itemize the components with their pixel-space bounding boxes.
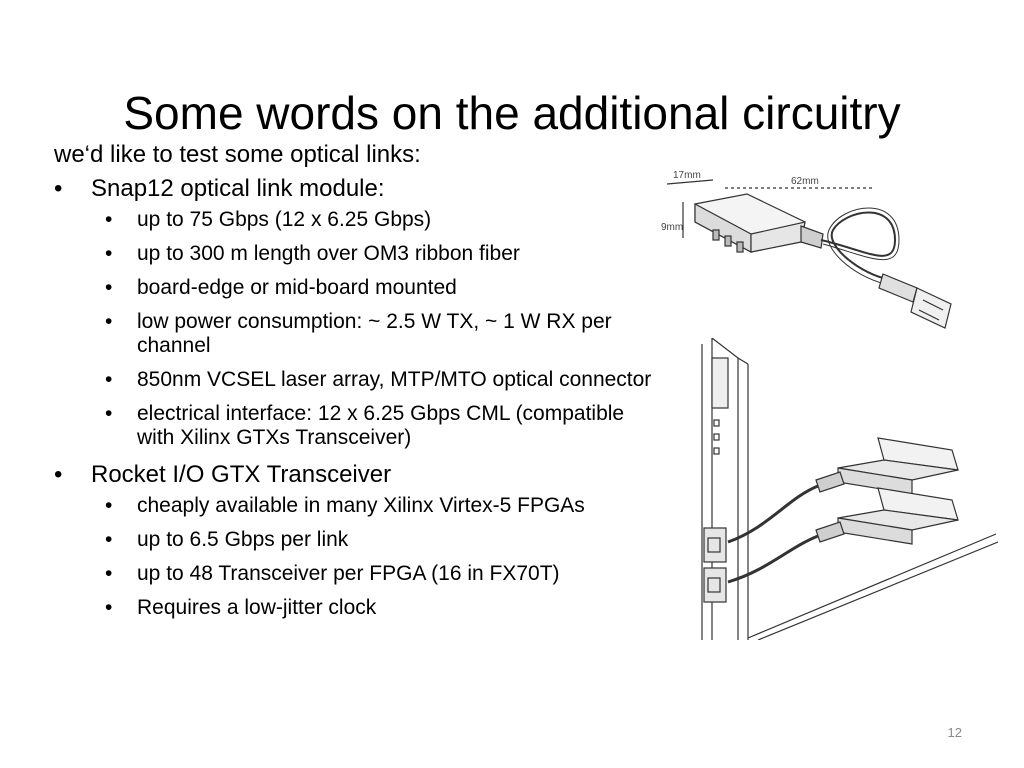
slide-content: we‘d like to test some optical links: • … — [54, 140, 654, 630]
front-connector — [703, 527, 727, 563]
connector-port — [707, 537, 721, 553]
module-pin — [724, 235, 732, 247]
list-item: • cheaply available in many Xilinx Virtex… — [91, 494, 654, 518]
bullet-icon: • — [105, 242, 113, 265]
cable-boot — [815, 521, 845, 543]
bullet-icon: • — [105, 208, 113, 231]
front-connector — [703, 567, 727, 603]
module-pin — [736, 241, 744, 253]
panel-latch — [711, 357, 729, 409]
dimension-label: 17mm — [673, 170, 701, 181]
bullet-icon: • — [105, 528, 113, 551]
list-item: • Requires a low-jitter clock — [91, 596, 654, 620]
list-item: • electrical interface: 12 x 6.25 Gbps CM… — [91, 402, 654, 450]
panel-led — [713, 433, 720, 441]
page-number: 12 — [947, 725, 962, 740]
list-item-text: board-edge or mid-board mounted — [137, 276, 457, 299]
list-item: • up to 48 Transceiver per FPGA (16 in FX… — [91, 562, 654, 586]
cable-boot — [815, 471, 845, 493]
list-item: • board-edge or mid-board mounted — [91, 276, 654, 300]
bullet-icon: • — [105, 562, 113, 585]
bullet-icon: • — [54, 461, 63, 488]
connector-port — [707, 577, 721, 593]
module-pin — [712, 229, 720, 241]
panel-led — [713, 419, 720, 427]
list-item-text: electrical interface: 12 x 6.25 Gbps CML… — [137, 402, 625, 449]
sub-bullet-list: • cheaply available in many Xilinx Virtex… — [91, 494, 654, 620]
connector-boot — [800, 225, 824, 249]
section-label: Rocket I/O GTX Transceiver — [91, 461, 392, 488]
list-item-text: Requires a low-jitter clock — [137, 596, 377, 619]
list-item: • up to 75 Gbps (12 x 6.25 Gbps) — [91, 208, 654, 232]
board-top — [711, 338, 749, 365]
section-snap12: • Snap12 optical link module: • up to 75 … — [54, 174, 654, 450]
fiber-loop — [820, 211, 897, 279]
list-item-text: up to 48 Transceiver per FPGA (16 in FX7… — [137, 562, 560, 585]
bullet-icon: • — [105, 596, 113, 619]
list-item: • low power consumption: ~ 2.5 W TX, ~ 1 … — [91, 310, 654, 358]
bullet-icon: • — [105, 368, 113, 391]
list-item-text: up to 300 m length over OM3 ribbon fiber — [137, 242, 520, 265]
list-item-text: up to 75 Gbps (12 x 6.25 Gbps) — [137, 208, 432, 231]
list-item-text: up to 6.5 Gbps per link — [137, 528, 349, 551]
bullet-icon: • — [105, 310, 113, 333]
dimension-line — [666, 179, 714, 185]
snap12-module-illustration: 17mm 62mm 9mm — [661, 170, 952, 329]
list-item-text: 850nm VCSEL laser array, MTP/MTO optical… — [137, 368, 652, 391]
list-item: • up to 300 m length over OM3 ribbon fibe… — [91, 242, 654, 266]
connector-detail — [922, 299, 944, 311]
bullet-list: • Snap12 optical link module: • up to 75 … — [54, 174, 654, 620]
fiber-cable — [727, 484, 819, 544]
dimension-label: 62mm — [791, 176, 819, 187]
fiber-connector — [878, 273, 918, 303]
bullet-icon: • — [54, 175, 63, 202]
slide-title: Some words on the additional circuitry — [123, 86, 901, 139]
list-item-text: low power consumption: ~ 2.5 W TX, ~ 1 W… — [137, 310, 612, 357]
section-rocket-io: • Rocket I/O GTX Transceiver • cheaply av… — [54, 460, 654, 620]
board-surface — [747, 533, 997, 639]
connector-detail — [918, 309, 940, 321]
intro-text: we‘d like to test some optical links: — [54, 141, 421, 168]
board-surface — [757, 541, 998, 640]
panel-led — [713, 447, 720, 455]
bullet-icon: • — [105, 494, 113, 517]
list-item: • 850nm VCSEL laser array, MTP/MTO optica… — [91, 368, 654, 392]
bullet-icon: • — [105, 276, 113, 299]
bullet-icon: • — [105, 402, 113, 425]
list-item: • up to 6.5 Gbps per link — [91, 528, 654, 552]
section-label: Snap12 optical link module: — [91, 175, 385, 202]
board-mount-illustration — [701, 338, 998, 640]
fiber-cable — [727, 534, 819, 584]
list-item-text: cheaply available in many Xilinx Virtex-… — [137, 494, 585, 517]
fiber-loop — [822, 207, 900, 285]
dimension-label: 9mm — [661, 222, 683, 233]
mtp-connector — [910, 287, 952, 329]
sub-bullet-list: • up to 75 Gbps (12 x 6.25 Gbps) • up to 3… — [91, 208, 654, 450]
